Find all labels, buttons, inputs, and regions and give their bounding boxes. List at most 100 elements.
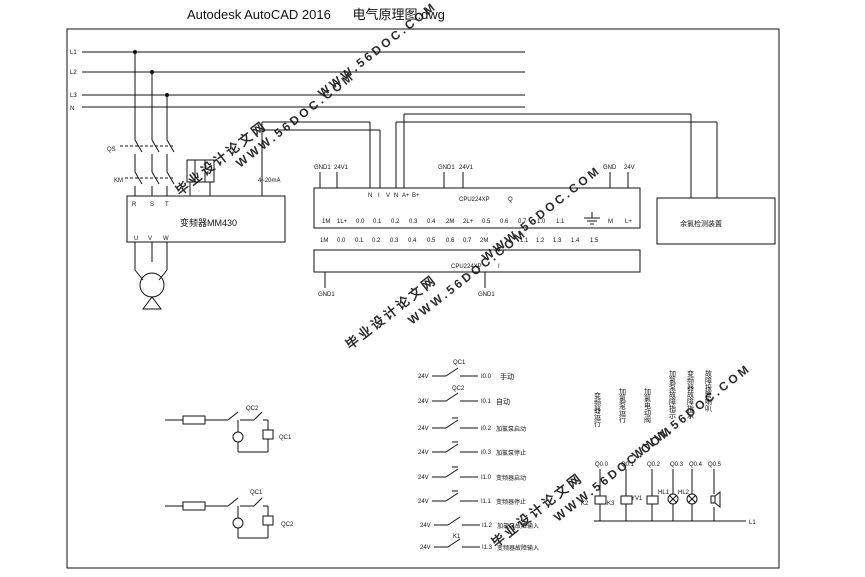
plc-out-term: 0.4 (427, 219, 436, 225)
breaker-label: QS (107, 147, 116, 153)
out-desc: 加氯电动阀 (644, 387, 652, 424)
out-dev: YV1 (631, 496, 643, 502)
plc-in-term: 0.4 (408, 238, 417, 244)
contactor-label: KM (114, 178, 123, 184)
plc-out-term: 1L+ (337, 219, 348, 225)
plc-top-24v: 24V (624, 165, 635, 171)
svg-text:24V: 24V (420, 523, 431, 529)
plc-input-module[interactable]: I CPU224XP 1M 0.0 0.1 0.2 0.3 0.4 0.5 0.… (313, 238, 641, 298)
plc-in-term: 1.2 (536, 238, 545, 244)
window-title: Autodesk AutoCAD 2016 电气原理图.dwg (187, 4, 463, 23)
plc-output-module[interactable]: N I V N A+ B+ CPU224XP Q 1M 1L+ 0.0 0.1 … (313, 187, 641, 229)
svg-text:I0.3: I0.3 (481, 450, 492, 456)
watermark-en-4: WWW.56DOC.COM (479, 163, 603, 265)
plc-in-term: 0.1 (355, 238, 364, 244)
svg-text:I1.2: I1.2 (482, 523, 493, 529)
svg-text:24V: 24V (418, 426, 429, 432)
plc-ai-b: B+ (412, 193, 420, 199)
svg-text:I0.2: I0.2 (481, 426, 492, 432)
input-row-0[interactable]: 24V QC1 I0.0 手动 (418, 360, 514, 381)
svg-text:QC1: QC1 (453, 360, 466, 366)
vfd-term-r: R (132, 202, 137, 208)
out-desc: 故障报警喇叭 (705, 369, 713, 413)
plc-out-term: 0.1 (373, 219, 382, 225)
input-row-2[interactable]: 24V I0.2 加氯泵启动 (418, 417, 526, 433)
relay-coil-k2 (594, 495, 607, 505)
plc-in-term: 1.4 (571, 238, 580, 244)
plc-gnd-1: GND1 (318, 292, 335, 298)
input-row-4[interactable]: 24V I1.0 变频器启动 (418, 466, 526, 482)
svg-text:加氯泵停止: 加氯泵停止 (496, 449, 526, 457)
svg-text:24V: 24V (418, 450, 429, 456)
out-dev: K3 (607, 501, 615, 507)
line-label-l1: L1 (70, 50, 77, 56)
circuit2-coil: QC2 (281, 522, 294, 528)
plc-gnd-2: GND1 (478, 292, 495, 298)
svg-text:24V: 24V (420, 545, 431, 551)
out-desc: 变频器运行 (594, 391, 602, 428)
vfd-term-u: U (134, 236, 138, 242)
input-wiring[interactable]: 24V QC1 I0.0 手动 24V QC2 I0.1 自动 24V I0.2… (418, 360, 539, 552)
plc-ai-v: V (386, 193, 390, 199)
vfd-term-t: T (165, 202, 169, 208)
input-row-1[interactable]: 24V QC2 I0.1 自动 (418, 386, 510, 406)
out-dev: HL2 (678, 490, 690, 496)
relay-circuit-2[interactable]: QC1 QC2 (165, 490, 294, 539)
plc-out-term: L+ (625, 219, 632, 225)
svg-text:24V: 24V (418, 399, 429, 405)
plc-out-term: 1.0 (537, 219, 546, 225)
vfd-block[interactable]: R S T 变频器MM430 U V W (126, 195, 286, 243)
svg-text:自动: 自动 (496, 397, 510, 406)
vfd-label: 变频器MM430 (180, 217, 237, 228)
plc-out-term: 2M (446, 219, 454, 225)
svg-text:I0.1: I0.1 (481, 399, 492, 405)
circuit1-coil: QC1 (279, 435, 292, 441)
file-name: 电气原理图.dwg (352, 7, 445, 22)
out-addr: Q0.5 (708, 462, 722, 468)
svg-text:变频器启动: 变频器启动 (496, 474, 526, 482)
watermark-en-2: WWW.56DOC.COM (315, 0, 439, 100)
svg-text:手动: 手动 (500, 372, 514, 381)
svg-text:加氯泵故障输入: 加氯泵故障输入 (497, 522, 539, 530)
plc-in-term: 1.5 (590, 238, 599, 244)
motor[interactable] (134, 242, 168, 310)
input-row-7[interactable]: 24V K1 I1.3 变频器故障输入 (420, 534, 539, 552)
svg-text:变频器停止: 变频器停止 (496, 498, 526, 506)
plc-model-in: CPU224XP (451, 264, 482, 270)
line-label-l2: L2 (70, 70, 77, 76)
plc-out-term: M (608, 219, 613, 225)
plc-out-term: 2L+ (463, 219, 474, 225)
plc-ai-a: A+ (402, 193, 410, 199)
plc-in-terms: 1M 0.0 0.1 0.2 0.3 0.4 0.5 0.6 0.7 2M 1.… (320, 238, 599, 244)
plc-ai-n: N (368, 193, 372, 199)
chlorine-sensor-block[interactable]: 余氯检测装置 (656, 197, 776, 245)
vfd-aux-terminal (186, 159, 215, 183)
line-label-l3: L3 (70, 93, 77, 99)
plc-out-term: 1.1 (556, 219, 565, 225)
watermark: 毕业设计论文网 WWW.56DOC.COM WWW.56DOC.COM 毕业设计… (173, 0, 754, 550)
horn-icon (710, 495, 716, 504)
plc-top-gnd1b: GND1 (438, 165, 455, 171)
out-desc: 变频器故障指示 (687, 369, 695, 419)
app-name: Autodesk AutoCAD 2016 (187, 7, 331, 22)
relay-circuit-1[interactable]: QC2 QC1 (165, 406, 292, 453)
svg-text:24V: 24V (418, 374, 429, 380)
input-row-3[interactable]: 24V I0.3 加氯泵停止 (418, 441, 526, 457)
input-row-5[interactable]: 24V I1.1 变频器停止 (418, 490, 526, 506)
svg-text:I1.1: I1.1 (481, 499, 492, 505)
input-row-6[interactable]: 24V I1.2 加氯泵故障输入 (420, 516, 539, 530)
horn-bell-icon (714, 490, 721, 509)
sensor-label: 余氯检测装置 (680, 219, 722, 228)
output-loads[interactable]: 变频器运行 加氯泵运行 加氯电动阀 加氯泵故障指示 变频器故障指示 故障报警喇叭… (581, 369, 756, 526)
plc-out-term: 0.0 (356, 219, 365, 225)
plc-out-terms: 1M 1L+ 0.0 0.1 0.2 0.3 0.4 2M 2L+ 0.5 0.… (322, 219, 632, 225)
svg-text:I0.0: I0.0 (481, 374, 492, 380)
plc-in-term: 0.3 (390, 238, 399, 244)
out-dev: K2 (581, 501, 589, 507)
vfd-term-v: V (148, 236, 152, 242)
svg-text:加氯泵启动: 加氯泵启动 (496, 425, 526, 433)
vfd-term-s: S (150, 202, 154, 208)
plc-in-term: 0.6 (446, 238, 455, 244)
plc-out-term: 1M (322, 219, 330, 225)
